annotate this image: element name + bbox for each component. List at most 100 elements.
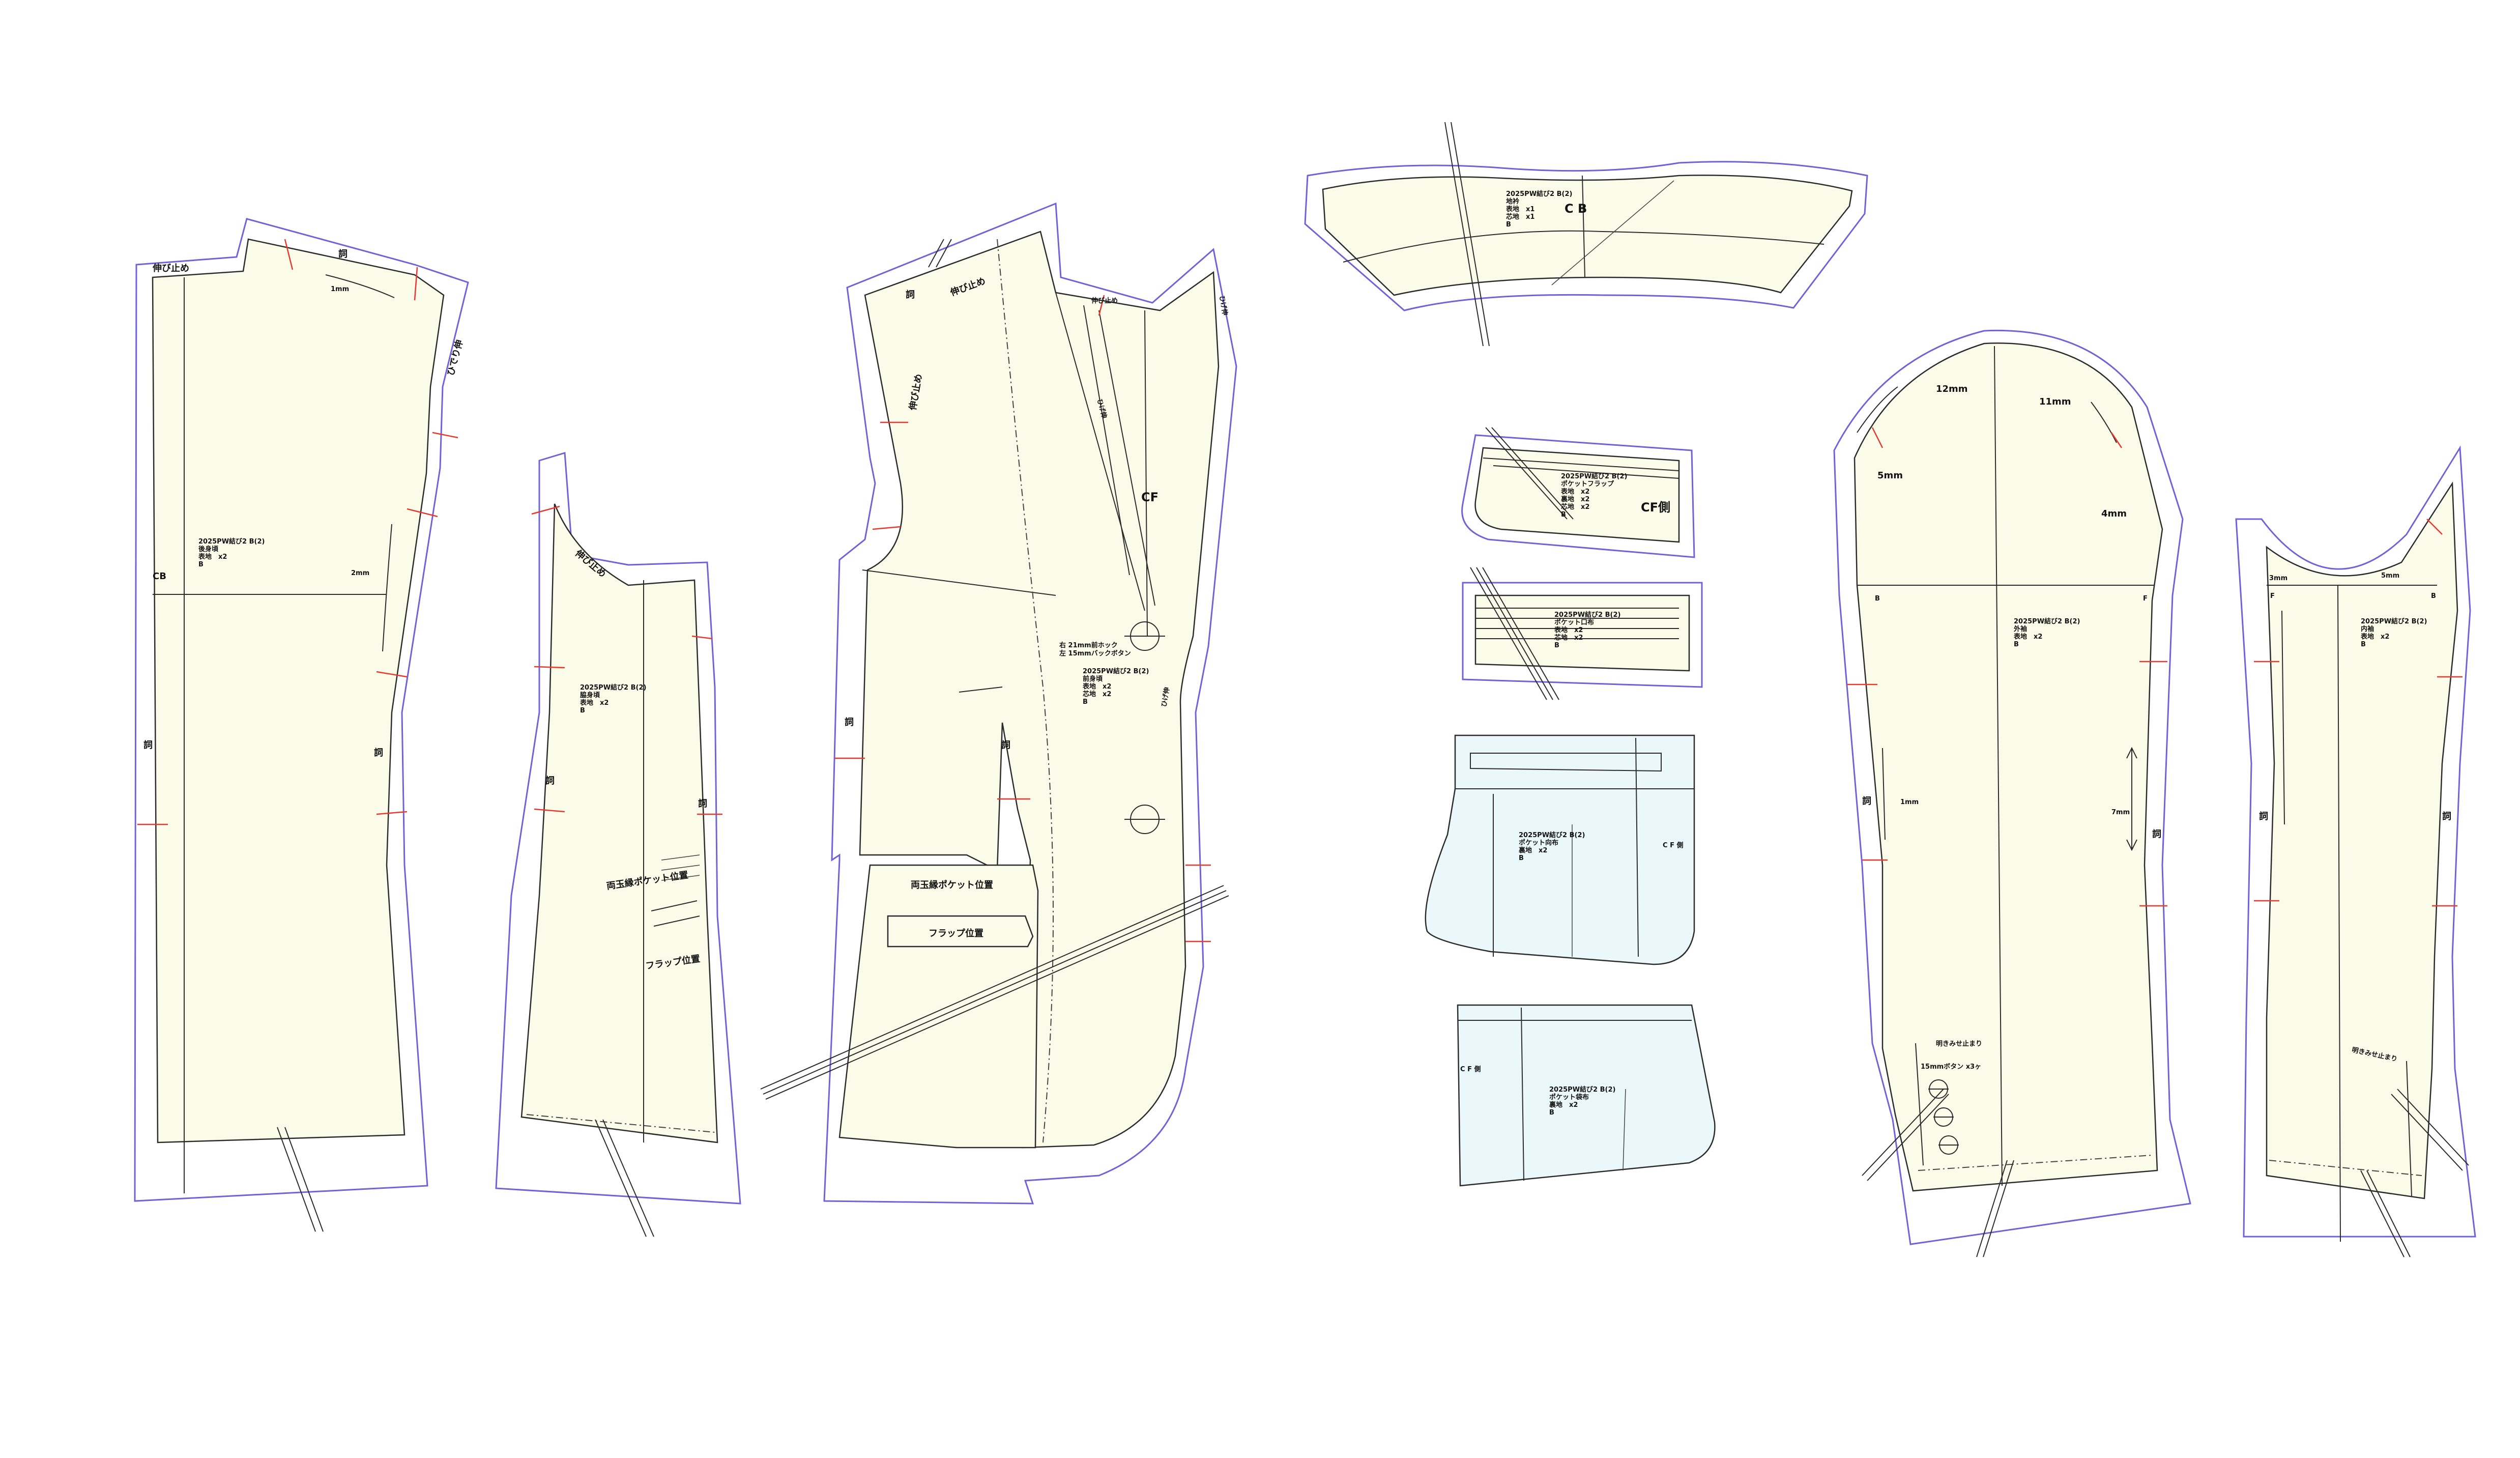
pocket-welt-piece[interactable]: 2025PW結び2 B(2) ポケット口布 表地 x2 芯地 x2 B [1462,567,1703,700]
pocket-bag-upper-piece[interactable]: C F 側 2025PW結び2 B(2) ポケット向布 裏地 x2 B [1425,734,1695,965]
top-sleeve-hem-fold [1918,1155,2153,1171]
svg-text:2025PW結び2 B(2): 2025PW結び2 B(2) [580,683,646,692]
front-body-shoulder-grain [928,239,952,268]
collar-seam-outline [1304,161,1868,311]
svg-text:表地 x2: 表地 x2 [198,553,227,561]
notch [534,808,565,813]
front-body-shrink-label-3: 伸び止め [1091,297,1118,305]
pocket-bag-lower-piece[interactable]: C F 側 2025PW結び2 B(2) ポケット袋布 裏地 x2 B [1457,1004,1716,1187]
front-body-ease-label: 詞 [906,289,915,300]
side-body-info-block: 2025PW結び2 B(2) 脇身頃 表地 x2 B [580,683,646,714]
svg-text:内袖: 内袖 [2361,625,2374,633]
notch [376,811,408,815]
front-body-flap-label: フラップ位置 [929,928,983,939]
back-body-cb-label: CB [153,571,166,582]
svg-text:B: B [1549,1109,1554,1117]
top-sleeve-7mm-label: 7mm [2111,809,2130,816]
top-sleeve-b-label: B [1875,595,1880,603]
top-sleeve-vent-grain [1862,1089,1949,1181]
pocket-bag-lower-info-block: 2025PW結び2 B(2) ポケット袋布 裏地 x2 B [1549,1085,1615,1117]
pocket-welt-fold-lines [1475,608,1679,639]
top-sleeve-bottom-grain [1976,1160,2014,1257]
pocket-flap-outline [1474,447,1680,543]
front-body-lapel-label: ひげ伸 [1218,295,1229,316]
side-body-welt-marks [661,854,700,881]
back-body-1mm-label: 1mm [331,285,349,293]
back-body-armhole-label: ひでり伸 [445,338,465,377]
top-sleeve-1mm-label: 1mm [1900,798,1919,806]
svg-text:芯地 x2: 芯地 x2 [1561,503,1589,511]
top-sleeve-vent-line [1915,1043,1924,1166]
back-body-side-mark [382,524,392,652]
top-sleeve-piece[interactable]: 12mm 11mm 5mm 4mm B F 詞 詞 1mm 7mm 明きみせ止ま… [1833,329,2191,1257]
side-body-hem-fold [526,1114,715,1133]
back-body-ease-label: 詞 [338,248,347,260]
side-body-piece[interactable]: 伸び止め 詞 詞 両玉縁ポケット位置 フラップ位置 2025PW結び2 B(2)… [495,452,741,1237]
notch [1871,427,1884,448]
pocket-bag-lower-cf-label: C F 側 [1460,1065,1481,1073]
front-body-lower-outline [838,864,1039,1149]
front-body-ease-2-label: 詞 [1001,739,1010,751]
front-body-button-note-2: 左 15mmバックボタン [1059,649,1131,657]
collar-info-block: 2025PW結び2 B(2) 地衿 表地 x1 芯地 x1 B [1505,190,1572,228]
front-body-flap-pos [887,915,1034,948]
under-sleeve-f-label: F [2270,592,2275,600]
pocket-bag-upper-welt-opening [1470,753,1662,772]
pocket-welt-info-block: 2025PW結び2 B(2) ポケット口布 表地 x2 芯地 x2 B [1554,611,1620,649]
svg-text:2025PW結び2 B(2): 2025PW結び2 B(2) [1506,190,1572,198]
front-body-cf-line [1144,310,1148,637]
top-sleeve-ease-left-label: 詞 [1862,795,1871,807]
front-body-info-block: 2025PW結び2 B(2) 前身頃 表地 x2 芯地 x2 B [1082,667,1149,706]
svg-text:2025PW結び2 B(2): 2025PW結び2 B(2) [2361,617,2427,625]
top-sleeve-4mm-label: 4mm [2101,508,2127,519]
svg-text:芯地 x2: 芯地 x2 [1083,690,1111,698]
collar-cb-label: C B [1565,202,1587,216]
svg-text:2025PW結び2 B(2): 2025PW結び2 B(2) [198,537,265,546]
svg-text:B: B [1083,698,1088,706]
collar-piece[interactable]: C B 2025PW結び2 B(2) 地衿 表地 x1 芯地 x1 B [1304,122,1868,347]
notch [534,666,565,669]
under-sleeve-piece[interactable]: 3mm 5mm F B 詞 詞 明きみせ止まり 2025PW結び2 B(2) 内… [2235,445,2476,1257]
svg-text:B: B [1519,854,1524,862]
svg-text:地衿: 地衿 [1506,197,1519,206]
pocket-flap-piece[interactable]: CF側 2025PW結び2 B(2) ポケットフラップ 表地 x2 裏地 x2 … [1461,427,1695,558]
front-body-grainline [760,885,1229,1100]
back-body-2mm-label: 2mm [351,569,369,577]
top-sleeve-ease-right-label: 詞 [2152,828,2161,840]
front-body-chest-line [862,569,1056,596]
top-sleeve-seam-outline [1833,329,2191,1245]
back-body-side-left-label: 詞 [143,739,153,751]
svg-text:表地 x2: 表地 x2 [580,699,609,707]
front-body-piece[interactable]: 詞 伸び止め 伸び止め 伸び止め ひげ伸 ひげ伸 CF ひげ伸 詞 詞 両玉縁ポ… [760,202,1237,1205]
back-body-shoulder-ease [325,274,395,298]
back-body-piece[interactable]: 伸び止め 詞 1mm ひでり伸 CB 2mm 詞 詞 2025PW結び2 B(2… [134,218,469,1232]
svg-text:2025PW結び2 B(2): 2025PW結び2 B(2) [1549,1085,1615,1094]
under-sleeve-info-block: 2025PW結び2 B(2) 内袖 表地 x2 B [2360,617,2427,648]
back-body-shrink-label: 伸び止め [152,263,189,274]
under-sleeve-seam-outline [2235,445,2476,1238]
top-sleeve-5mm-label: 5mm [1877,470,1903,481]
under-sleeve-3mm-label: 3mm [2269,575,2287,582]
svg-text:外袖: 外袖 [2013,625,2027,633]
top-sleeve-vent-label: 明きみせ止まり [1936,1040,1982,1048]
under-sleeve-grainline [2337,585,2341,1242]
svg-text:ポケット向布: ポケット向布 [1519,839,1558,847]
pocket-bag-upper-cf-label: C F 側 [1663,841,1683,849]
under-sleeve-hem-fold [2269,1160,2422,1176]
top-sleeve-button-note: 15mmボタン x3ヶ [1921,1063,1981,1071]
collar-cb-line [1582,175,1585,278]
svg-text:2025PW結び2 B(2): 2025PW結び2 B(2) [1561,472,1627,480]
svg-text:B: B [1554,642,1559,649]
under-sleeve-vent-grain [2391,1089,2469,1171]
svg-text:芯地 x1: 芯地 x1 [1506,213,1534,221]
under-sleeve-5mm-label: 5mm [2381,572,2399,580]
svg-text:裏地 x2: 裏地 x2 [1560,495,1589,503]
pocket-bag-upper-outline [1425,734,1695,965]
pocket-welt-grainline [1470,567,1559,700]
notch [2426,519,2443,535]
notch [414,267,418,301]
front-body-cf-side-label: ひげ伸 [1160,687,1172,707]
pocket-welt-seam-outline [1462,582,1703,688]
front-body-seam-outline [823,202,1237,1205]
svg-text:芯地 x2: 芯地 x2 [1554,634,1583,642]
